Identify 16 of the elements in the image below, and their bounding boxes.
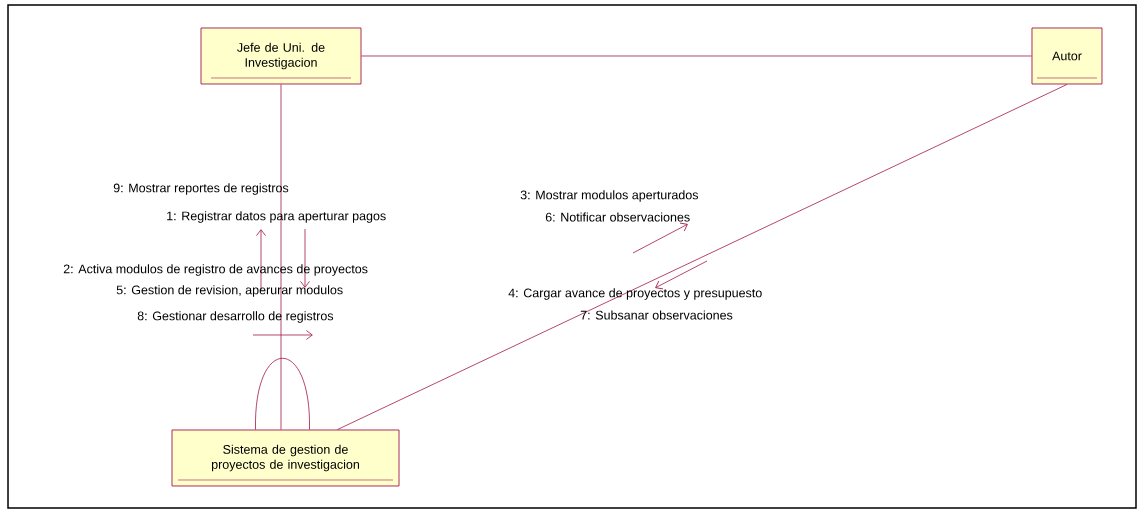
- object-box: Jefe de Uni. de Investigacion: [200, 27, 362, 85]
- message-label: 7: Subsanar observaciones: [580, 310, 733, 320]
- message-label: 8: Gestionar desarrollo de registros: [137, 311, 334, 323]
- message-label: 3: Mostrar modulos aperturados: [520, 190, 699, 202]
- message-label: 6: Notificar observaciones: [545, 212, 690, 222]
- link-line: [361, 55, 1032, 57]
- link-line: [280, 84, 282, 430]
- link-line: [337, 84, 1068, 430]
- link-line: [255, 357, 310, 430]
- message-label: 5: Gestion de revision, aperurar modulos: [116, 285, 343, 297]
- message-label: 4: Cargar avance de proyectos y presupuesto: [508, 288, 762, 300]
- object-box: Sistema de gestion de proyectos de investigacion: [171, 429, 400, 487]
- message-label: 2: Activa modulos de registro de avances de proyectos: [63, 264, 368, 276]
- message-label: 1: Registrar datos para aperturar pagos: [167, 211, 386, 223]
- message-label: 9: Mostrar reportes de registros: [113, 183, 289, 195]
- object-box: Autor: [1031, 27, 1103, 85]
